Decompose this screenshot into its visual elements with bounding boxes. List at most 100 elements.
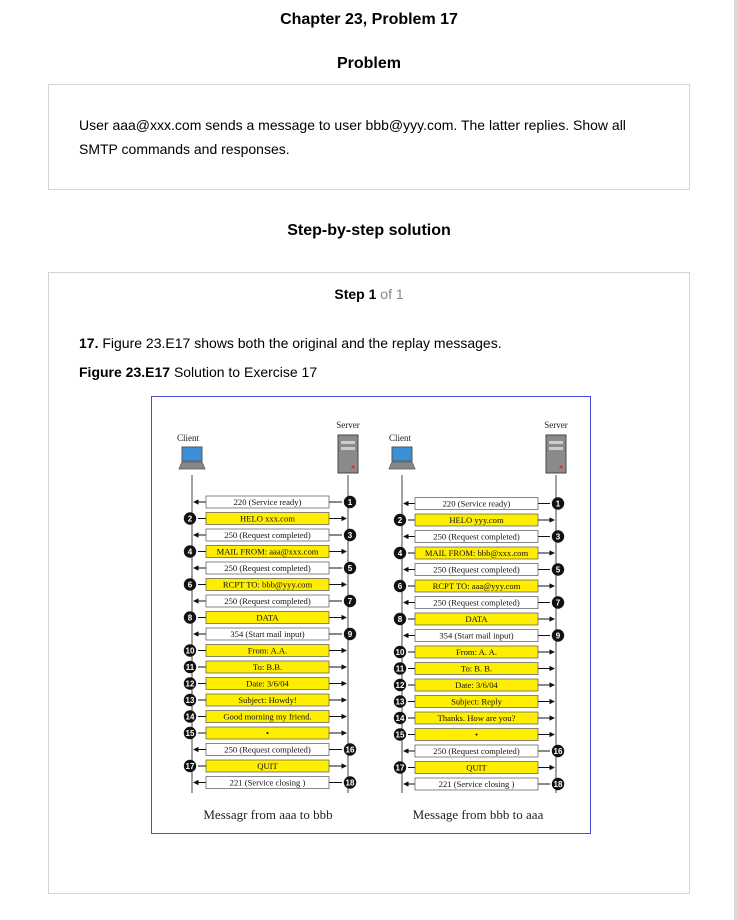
solution-line: 17. Figure 23.E17 shows both the origina… — [79, 335, 502, 351]
left-badge-3 — [343, 528, 357, 542]
right-laptop-base — [388, 461, 416, 470]
left-server-slot-2 — [341, 447, 355, 450]
right-badge-14 — [393, 711, 407, 725]
step-number: 1 — [368, 286, 377, 302]
right-row-box-16 — [414, 744, 539, 758]
solution-line-number: 17. — [79, 335, 99, 351]
left-row-text-11: To: B.B. — [253, 662, 282, 672]
right-row-text-1: 220 (Service ready) — [443, 499, 511, 509]
left-client-label: Client — [177, 433, 199, 443]
left-row-box-15 — [205, 726, 330, 740]
solution-line-text: Figure 23.E17 shows both the original an… — [102, 335, 502, 351]
right-badge-11 — [393, 662, 407, 675]
left-badge-num-6: 6 — [188, 581, 193, 590]
left-badge-num-15: 15 — [186, 729, 195, 738]
left-badge-6 — [183, 578, 197, 591]
right-row-box-14 — [414, 711, 539, 725]
left-row-text-3: 250 (Request completed) — [224, 530, 311, 540]
right-badge-num-6: 6 — [398, 582, 403, 591]
left-row-text-15: • — [266, 728, 269, 738]
right-row-box-15 — [414, 728, 539, 741]
right-badge-num-15: 15 — [396, 731, 405, 740]
right-badge-10 — [393, 645, 407, 659]
left-caption: Messagr from aaa to bbb — [203, 807, 332, 822]
left-row-text-4: MAIL FROM: aaa@xxx.com — [217, 547, 319, 557]
right-row-box-13 — [414, 695, 539, 708]
left-server-led — [351, 465, 355, 469]
left-badge-5 — [343, 561, 357, 575]
step-of: of 1 — [380, 286, 404, 302]
right-badge-num-5: 5 — [556, 566, 561, 575]
right-badge-num-7: 7 — [556, 599, 561, 608]
left-badge-num-17: 17 — [186, 762, 195, 771]
right-row-box-11 — [414, 662, 539, 675]
left-row-box-6 — [205, 578, 330, 591]
right-row-text-10: From: A. A. — [456, 647, 497, 657]
right-badge-9 — [551, 629, 565, 642]
problem-text: User aaa@xxx.com sends a message to user… — [79, 117, 626, 157]
left-row-box-10 — [205, 644, 330, 657]
left-laptop-base — [178, 461, 206, 470]
left-row-box-9 — [205, 627, 330, 641]
figure-title: Figure 23.E17 Solution to Exercise 17 — [79, 364, 317, 380]
right-row-box-9 — [414, 629, 539, 642]
left-badge-num-8: 8 — [188, 614, 193, 623]
right-laptop-icon — [391, 446, 413, 462]
right-server-slot — [549, 441, 563, 444]
right-row-text-4: MAIL FROM: bbb@xxx.com — [425, 548, 529, 558]
right-row-text-18: 221 (Service closing ) — [439, 779, 515, 789]
left-row-text-12: Date: 3/6/04 — [246, 679, 289, 689]
right-badge-num-14: 14 — [396, 714, 405, 723]
left-row-box-18 — [205, 776, 330, 789]
left-badge-num-14: 14 — [186, 713, 195, 722]
left-badge-15 — [183, 726, 197, 740]
left-row-box-16 — [205, 743, 330, 756]
left-badge-18 — [343, 776, 357, 789]
solution-heading: Step-by-step solution — [287, 222, 451, 239]
left-badge-num-3: 3 — [348, 531, 353, 540]
right-row-box-6 — [414, 579, 539, 593]
right-row-box-5 — [414, 563, 539, 576]
right-badge-7 — [551, 596, 565, 609]
right-row-text-2: HELO yyy.com — [449, 515, 504, 525]
right-badge-num-8: 8 — [398, 615, 403, 624]
right-badge-3 — [551, 530, 565, 543]
left-badge-num-11: 11 — [186, 663, 195, 672]
right-badge-num-4: 4 — [398, 549, 403, 558]
right-badge-num-11: 11 — [396, 665, 405, 674]
right-server-label: Server — [544, 420, 568, 430]
right-badge-num-9: 9 — [556, 632, 561, 641]
right-row-text-15: • — [475, 730, 478, 740]
right-badge-num-10: 10 — [396, 648, 405, 657]
right-badge-num-13: 13 — [396, 698, 405, 707]
left-row-text-6: RCPT TO: bbb@yyy.com — [223, 580, 313, 590]
right-badge-8 — [393, 612, 407, 626]
right-row-text-12: Date: 3/6/04 — [455, 680, 498, 690]
page-title: Chapter 23, Problem 17 — [280, 11, 458, 28]
page-edge — [734, 0, 738, 920]
left-badge-num-9: 9 — [348, 630, 353, 639]
right-row-text-8: DATA — [465, 614, 488, 624]
left-laptop-icon — [181, 446, 203, 462]
left-row-text-10: From: A.A. — [248, 646, 287, 656]
right-caption: Message from bbb to aaa — [413, 807, 544, 822]
right-badge-num-1: 1 — [556, 500, 561, 509]
left-row-box-7 — [205, 594, 330, 608]
left-badge-14 — [183, 710, 197, 723]
left-row-text-9: 354 (Start mail input) — [230, 629, 304, 639]
right-row-box-2 — [414, 513, 539, 527]
left-row-box-17 — [205, 759, 330, 773]
right-row-box-4 — [414, 546, 539, 560]
left-row-text-5: 250 (Request completed) — [224, 563, 311, 573]
right-badge-15 — [393, 728, 407, 741]
left-badge-num-1: 1 — [348, 498, 353, 507]
left-row-box-1 — [205, 495, 330, 509]
left-row-box-2 — [205, 512, 330, 525]
right-badge-num-17: 17 — [396, 764, 405, 773]
right-row-box-1 — [414, 497, 539, 510]
right-badge-num-18: 18 — [554, 780, 563, 789]
right-row-box-18 — [414, 777, 539, 791]
right-row-text-6: RCPT TO: aaa@yyy.com — [433, 581, 521, 591]
